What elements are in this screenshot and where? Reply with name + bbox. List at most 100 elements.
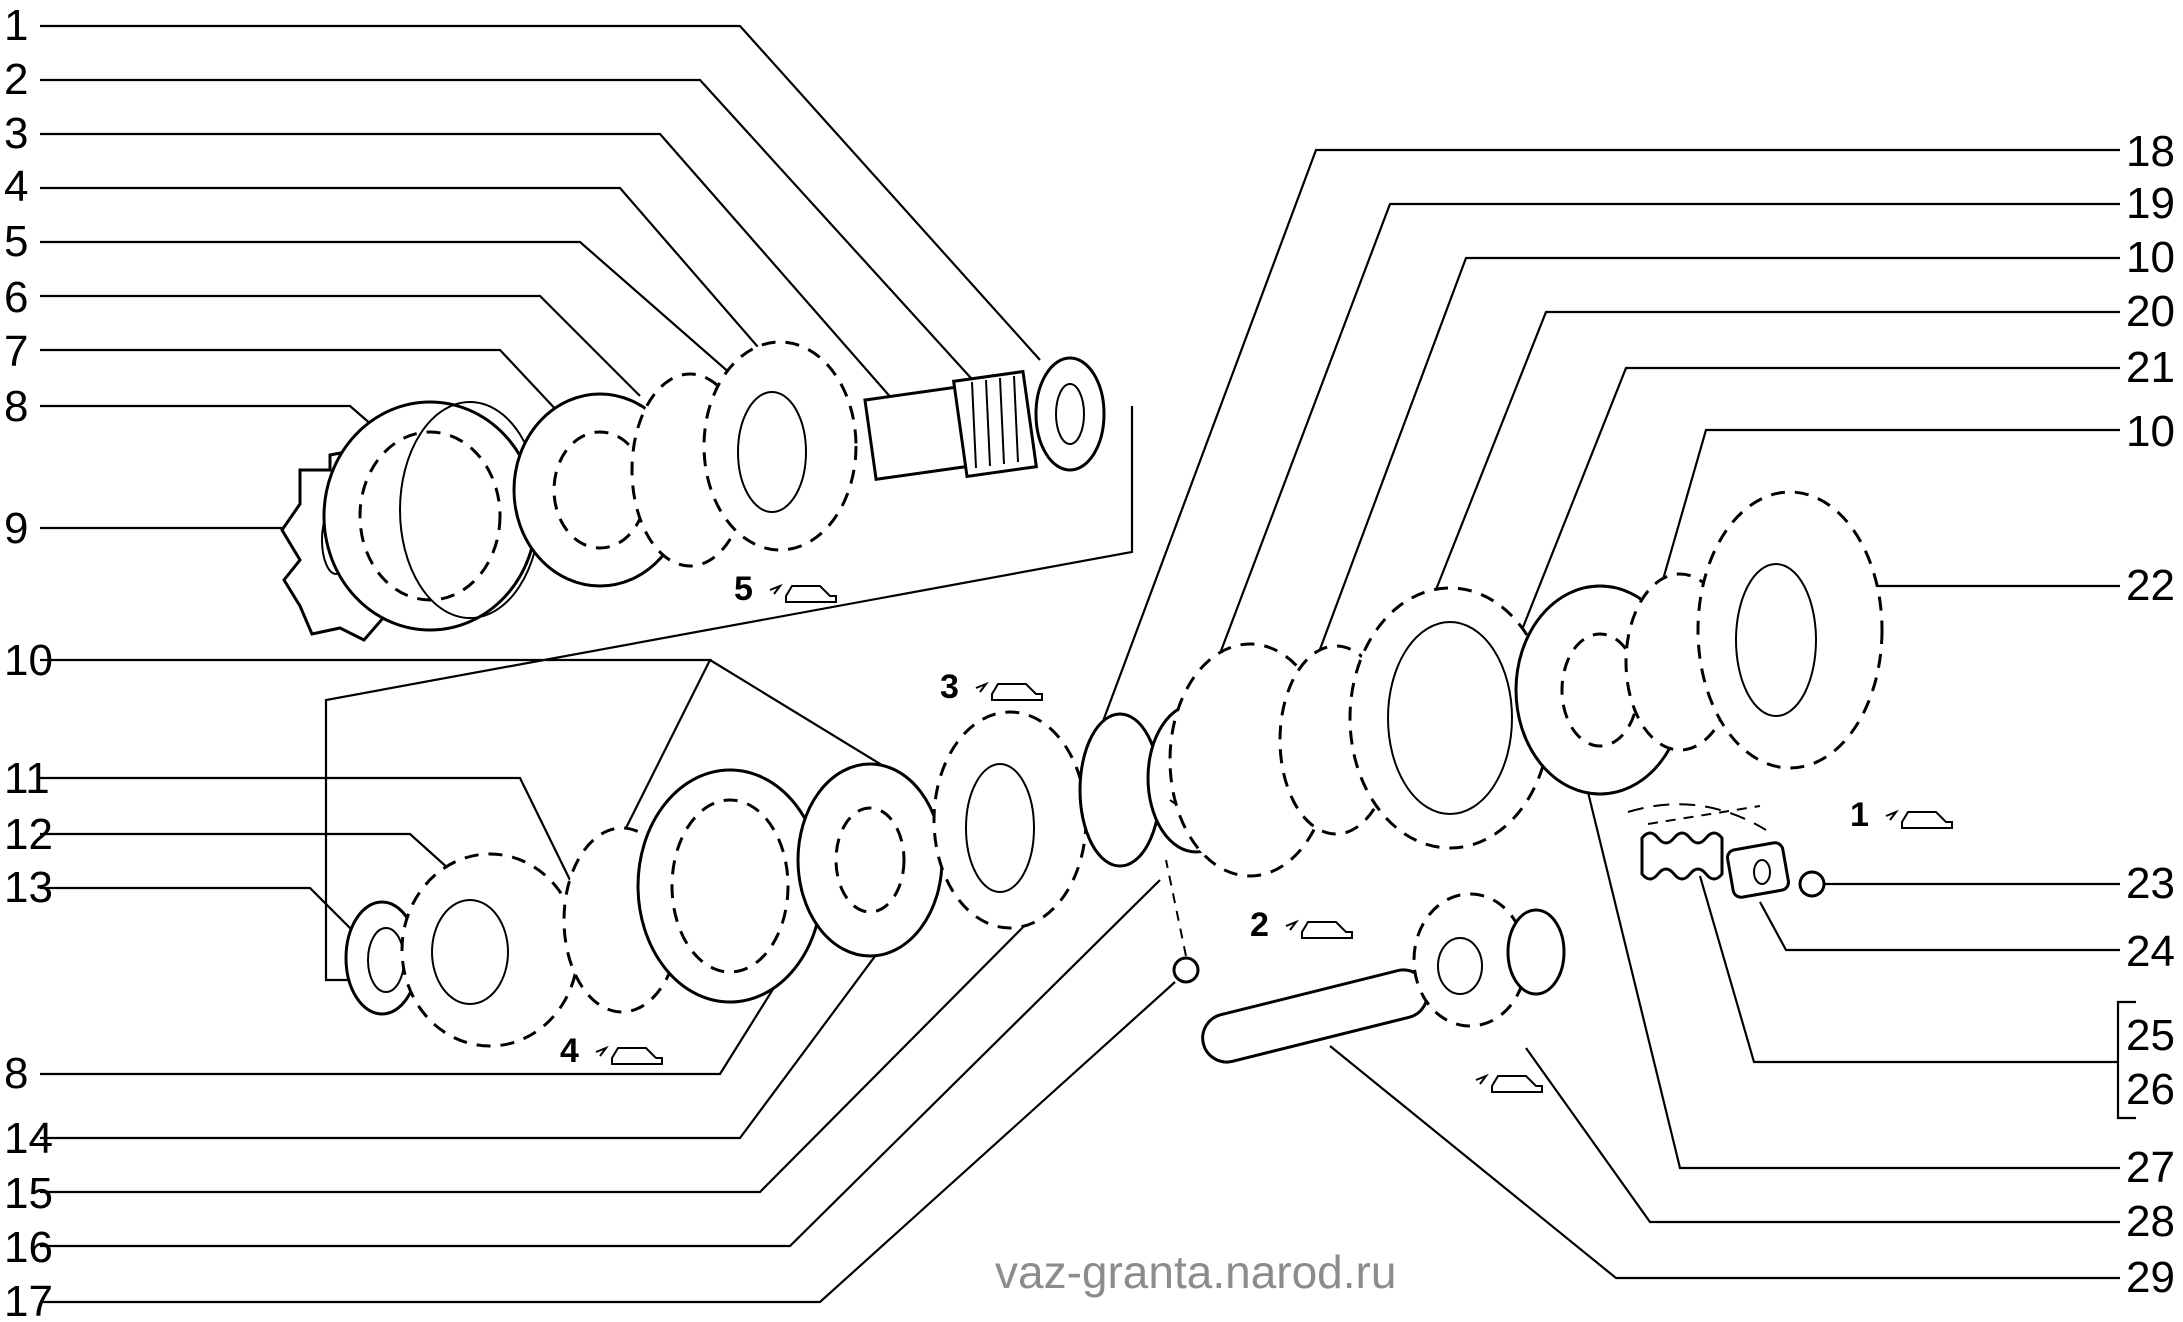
leader-20 xyxy=(1418,310,2120,631)
callout-10c: 10 xyxy=(2126,407,2175,456)
left-callouts: 1 2 3 4 5 6 7 8 9 10 11 12 13 8 14 15 16… xyxy=(4,1,53,1322)
leader-8a xyxy=(40,404,381,433)
gear-number-2: 2 xyxy=(1250,906,1269,944)
callout-2: 2 xyxy=(4,55,28,104)
leader-7 xyxy=(40,348,561,415)
callout-17: 17 xyxy=(4,1277,53,1322)
thrust-washer-top-bore xyxy=(1055,383,1085,445)
car-icon xyxy=(595,1045,663,1065)
needle-bearing xyxy=(951,369,1039,479)
callout-25: 25 xyxy=(2126,1011,2175,1060)
callout-10b: 10 xyxy=(2126,233,2175,282)
callout-8b: 8 xyxy=(4,1049,28,1098)
callout-29: 29 xyxy=(2126,1253,2175,1302)
leader-27 xyxy=(1584,783,2120,1170)
large-gear xyxy=(1696,490,1884,770)
locking-ball xyxy=(1172,956,1200,984)
leader-12 xyxy=(40,832,451,871)
callout-8a: 8 xyxy=(4,382,28,431)
gear-number-3: 3 xyxy=(940,668,959,706)
callout-4: 4 xyxy=(4,162,28,211)
car-icon xyxy=(1885,809,1953,829)
gear-number-4: 4 xyxy=(560,1032,579,1070)
lower-synchro-sleeve-teeth xyxy=(670,798,790,974)
car-icon xyxy=(769,583,837,603)
fourth-gear xyxy=(400,852,580,1048)
watermark: vaz-granta.narod.ru xyxy=(995,1246,1396,1298)
callout-15: 15 xyxy=(4,1169,53,1218)
callout-16: 16 xyxy=(4,1223,53,1272)
car-icon xyxy=(1475,1073,1543,1093)
leader-10e xyxy=(1658,428,2120,591)
leader-8b xyxy=(40,961,791,1076)
callout-1: 1 xyxy=(4,1,28,50)
callout-7: 7 xyxy=(4,327,28,376)
leader-25-26 xyxy=(1698,875,2118,1064)
leader-19 xyxy=(1208,202,2120,681)
gear-marker-3: 3 xyxy=(940,668,1043,706)
upper-shaft-assembly xyxy=(280,340,1106,642)
synchro-sleeve-teeth xyxy=(358,430,502,602)
fifth-gear xyxy=(702,340,858,552)
callout-21: 21 xyxy=(2126,343,2175,392)
leader-18 xyxy=(1094,148,2120,741)
leader-15 xyxy=(40,909,1041,1194)
detent-ball xyxy=(1798,870,1826,898)
assembly-arrow-ball xyxy=(1165,859,1187,957)
leader-lines xyxy=(40,24,2120,1304)
right-callouts: 18 19 10 20 21 10 22 23 24 25 26 27 28 2… xyxy=(2126,127,2175,1302)
bracket-25-26 xyxy=(2116,1000,2136,1120)
reverse-idler-bore xyxy=(1437,937,1483,995)
needle-bearing-needles xyxy=(971,375,1019,469)
fifth-gear-bore xyxy=(737,391,807,513)
callout-23: 23 xyxy=(2126,859,2175,908)
fourth-gear-bore xyxy=(431,899,509,1005)
callout-5: 5 xyxy=(4,217,28,266)
callout-19: 19 xyxy=(2126,179,2175,228)
leader-10d xyxy=(1308,256,2120,677)
leader-17 xyxy=(40,981,1176,1304)
car-icon xyxy=(1285,919,1353,939)
leader-24 xyxy=(1759,901,2120,952)
leader-10-b xyxy=(709,659,891,771)
lower-shaft-assembly xyxy=(344,490,1884,1048)
reverse-idler-boss xyxy=(1506,908,1566,996)
thrust-washer-top xyxy=(1034,356,1106,472)
leader-6 xyxy=(40,294,641,397)
leader-5 xyxy=(40,240,741,383)
gear-marker-5: 5 xyxy=(734,570,837,608)
leader-14 xyxy=(40,935,891,1140)
callout-24: 24 xyxy=(2126,927,2175,976)
large-gear-bore xyxy=(1735,563,1817,717)
first-gear-ring-inner xyxy=(1387,621,1513,815)
third-gear-bore xyxy=(965,763,1035,893)
assembly-arrow-hub xyxy=(1647,805,1761,825)
leader-28 xyxy=(1525,1047,2120,1224)
callout-28: 28 xyxy=(2126,1197,2175,1246)
callout-9: 9 xyxy=(4,504,28,553)
reverse-idler-assembly xyxy=(1165,859,1566,1064)
gear-marker-reverse xyxy=(1475,1073,1543,1093)
leader-11 xyxy=(40,776,571,881)
leader-3 xyxy=(40,132,901,409)
leader-1 xyxy=(40,24,1041,361)
callout-26: 26 xyxy=(2126,1065,2175,1114)
gear-number-1: 1 xyxy=(1850,796,1869,834)
callout-18: 18 xyxy=(2126,127,2175,176)
lower-synchro-hub-splines xyxy=(834,806,906,914)
leader-16 xyxy=(40,879,1161,1248)
callout-20: 20 xyxy=(2126,287,2175,336)
car-icon xyxy=(975,681,1043,701)
callout-6: 6 xyxy=(4,273,28,322)
gear-marker-1: 1 xyxy=(1850,796,1953,834)
leader-13 xyxy=(40,886,361,939)
detent-block-hole xyxy=(1753,859,1771,885)
detent-block xyxy=(1726,841,1790,899)
callout-22: 22 xyxy=(2126,561,2175,610)
gear-marker-2: 2 xyxy=(1250,906,1353,944)
leader-29 xyxy=(1329,1045,2120,1280)
callout-27: 27 xyxy=(2126,1143,2175,1192)
leader-21 xyxy=(1508,366,2120,661)
leader-2 xyxy=(40,78,981,389)
